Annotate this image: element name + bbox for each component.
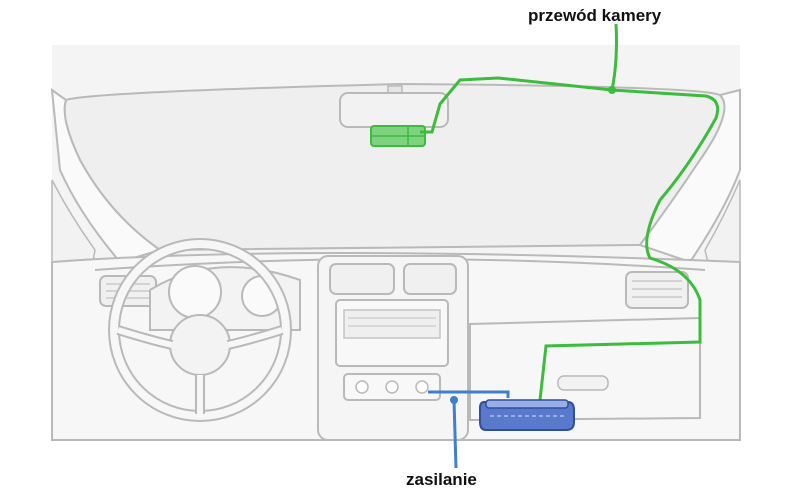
speedometer [168, 265, 222, 319]
power-cable-route [428, 390, 510, 398]
power-cable-label: zasilanie [406, 470, 477, 489]
power-cable-pointer-dot [450, 396, 458, 404]
steering-hub [169, 314, 231, 376]
camera-cable-route [420, 76, 720, 401]
radio-display [343, 309, 441, 339]
camera-cable-label: przewód kamery [528, 6, 662, 25]
camera-cable-pointer-dot [608, 86, 616, 94]
center-vent-right [403, 263, 457, 295]
a-pillar-right [638, 88, 741, 264]
power-label-pointer [452, 399, 458, 469]
power-device-top [485, 399, 569, 409]
right-air-vent [625, 271, 689, 309]
center-vent-left [329, 263, 395, 295]
a-pillar-left [50, 87, 163, 264]
climate-knob-1 [355, 380, 369, 394]
rearview-mirror [339, 92, 449, 128]
camera-label-pointer [610, 23, 618, 91]
climate-knob-3 [415, 380, 429, 394]
climate-knob-2 [385, 380, 399, 394]
glovebox-handle [557, 375, 609, 391]
